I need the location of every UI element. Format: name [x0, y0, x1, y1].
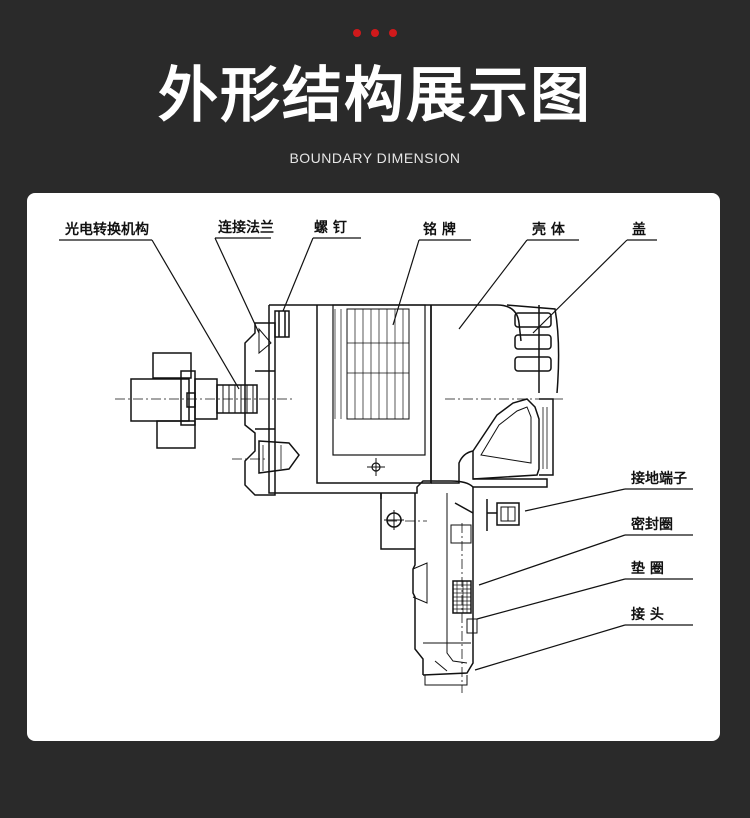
- leader-lines: [59, 237, 693, 671]
- lower-stem: [380, 480, 478, 686]
- ground-terminal: [486, 499, 520, 531]
- structure-diagram: 光电转换机构 连接法兰 螺 钉 铭 牌 壳 体 盖 接地端子 密封圈 垫 圈 接…: [59, 219, 693, 693]
- cable-gland: [130, 352, 258, 449]
- label-washer: 垫 圈: [631, 560, 664, 577]
- dot: [371, 29, 379, 37]
- label-flange: 连接法兰: [218, 219, 274, 236]
- label-cover: 盖: [632, 221, 646, 238]
- label-ground: 接地端子: [631, 470, 687, 487]
- label-nameplate: 铭 牌: [423, 221, 456, 238]
- label-photoelectric: 光电转换机构: [64, 221, 149, 238]
- page-title: 外形结构展示图: [158, 61, 592, 131]
- page-subtitle: BOUNDARY DIMENSION: [289, 150, 461, 166]
- label-seal: 密封圈: [630, 516, 673, 533]
- dot: [353, 29, 361, 37]
- main-housing: [268, 304, 522, 499]
- cover: [506, 304, 560, 394]
- terminal-box: [472, 398, 554, 488]
- nameplate: [332, 304, 426, 476]
- decorative-dots: [0, 29, 750, 37]
- label-screw: 螺 钉: [314, 219, 347, 236]
- dot: [389, 29, 397, 37]
- label-housing: 壳 体: [531, 221, 566, 238]
- diagram-panel: 光电转换机构 连接法兰 螺 钉 铭 牌 壳 体 盖 接地端子 密封圈 垫 圈 接…: [27, 193, 720, 741]
- screw: [274, 310, 290, 338]
- label-connector: 接 头: [631, 606, 664, 623]
- center-lines: [115, 398, 565, 693]
